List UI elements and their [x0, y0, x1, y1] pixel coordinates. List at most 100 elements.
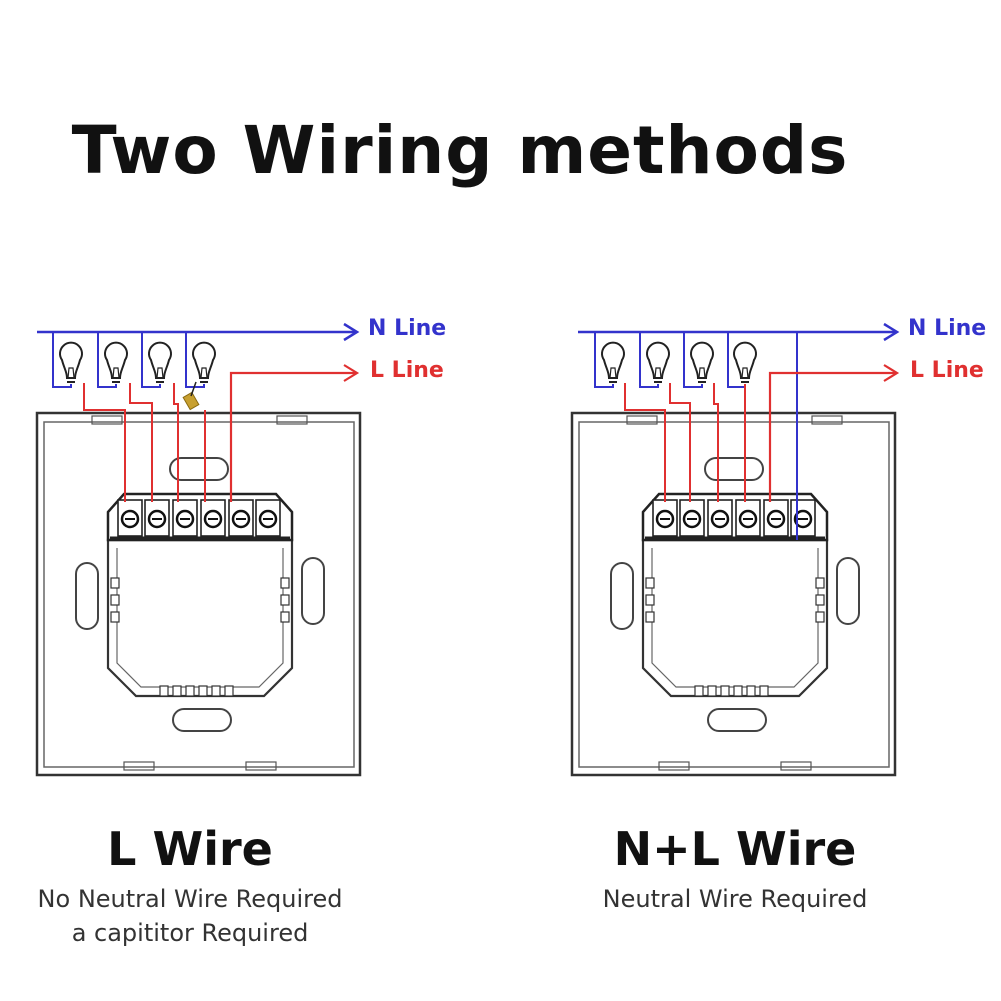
left-module-tab	[280, 577, 290, 589]
bulb-filament	[67, 367, 75, 379]
left-n-drop-1	[52, 332, 72, 388]
right-caption-title: N+L Wire	[613, 822, 857, 876]
right-n-line-label: N Line	[908, 316, 987, 341]
left-module-tab	[110, 594, 120, 606]
right-module-tab	[746, 685, 756, 697]
bulb-glass	[59, 341, 83, 379]
left-module-tab	[280, 611, 290, 623]
bulb-filament	[156, 367, 164, 379]
right-n-drop-2	[639, 332, 659, 388]
right-module-tab	[645, 594, 655, 606]
right-load-wire-3	[713, 383, 719, 502]
right-module-body	[641, 538, 829, 698]
bulb-glass	[646, 341, 670, 379]
right-module-tab	[694, 685, 704, 697]
right-slot-right	[836, 557, 860, 625]
bulb-glass	[104, 341, 128, 379]
right-module-tab	[815, 577, 825, 589]
right-clip	[658, 761, 690, 771]
right-l-line-label: L Line	[910, 358, 984, 383]
bulb-filament	[698, 367, 706, 379]
right-module-tab	[815, 611, 825, 623]
right-l-line-wire	[768, 371, 897, 502]
right-slot-bottom	[707, 708, 767, 732]
right-bulb-4	[733, 341, 757, 383]
right-clip	[811, 415, 843, 425]
left-clip	[276, 415, 308, 425]
left-load-wire-1	[83, 383, 126, 502]
left-module-tab	[110, 577, 120, 589]
right-n-drop-1	[594, 332, 614, 388]
left-module-tab	[185, 685, 195, 697]
right-l-line-arrow	[883, 364, 900, 382]
right-module-tab	[733, 685, 743, 697]
right-module-tab	[645, 577, 655, 589]
left-bulb-4	[192, 341, 216, 383]
right-caption: N+L Wire Neutral Wire Required	[565, 822, 905, 916]
left-n-line-arrow	[343, 322, 360, 342]
bulb-glass	[690, 341, 714, 379]
left-n-drop-3	[141, 332, 161, 388]
left-module-tab	[172, 685, 182, 697]
right-clip	[626, 415, 658, 425]
page-title: Two Wiring methods	[71, 112, 849, 189]
bulb-glass	[192, 341, 216, 379]
left-module-tab	[280, 594, 290, 606]
bulb-filament	[609, 367, 617, 379]
right-module-tab	[720, 685, 730, 697]
left-bulb-3	[148, 341, 172, 383]
left-load-wire-3	[173, 383, 179, 502]
right-bulb-3	[690, 341, 714, 383]
left-slot-top	[169, 457, 229, 481]
left-l-line-arrow	[343, 364, 360, 382]
left-caption-line-2: a capititor Required	[71, 919, 309, 947]
left-module-tab	[211, 685, 221, 697]
right-plate-inner	[578, 421, 890, 768]
left-module-body	[106, 538, 294, 698]
right-clip	[780, 761, 812, 771]
right-bulb-1	[601, 341, 625, 383]
right-module-tab	[707, 685, 717, 697]
left-caption: L Wire No Neutral Wire Required a capiti…	[20, 822, 360, 950]
right-bulb-2	[646, 341, 670, 383]
right-n-line-arrow	[883, 322, 900, 342]
left-slot-left	[75, 562, 99, 630]
left-load-wire-2	[129, 383, 153, 502]
bulb-filament	[654, 367, 662, 379]
left-module-tab	[110, 611, 120, 623]
left-caption-line-1: No Neutral Wire Required	[37, 885, 343, 913]
bulb-glass	[601, 341, 625, 379]
left-n-drop-2	[97, 332, 117, 388]
left-l-line-label: L Line	[370, 358, 444, 383]
bulb-filament	[741, 367, 749, 379]
left-l-line-wire	[229, 371, 357, 502]
right-diagram	[570, 322, 900, 777]
left-capacitor-lead	[190, 381, 197, 397]
right-slot-top	[704, 457, 764, 481]
left-module-tab	[224, 685, 234, 697]
bulb-glass	[733, 341, 757, 379]
left-bulb-2	[104, 341, 128, 383]
bulb-filament	[200, 367, 208, 379]
right-module-tab	[815, 594, 825, 606]
left-clip	[91, 415, 123, 425]
right-module-tab	[645, 611, 655, 623]
left-clip	[123, 761, 155, 771]
left-diagram	[35, 322, 362, 777]
right-module-tab	[759, 685, 769, 697]
right-caption-line-1: Neutral Wire Required	[602, 885, 868, 913]
left-caption-title: L Wire	[107, 822, 273, 876]
right-n-drop-3	[683, 332, 703, 388]
left-module-tab	[198, 685, 208, 697]
left-module-tab	[159, 685, 169, 697]
left-clip	[245, 761, 277, 771]
right-slot-left	[610, 562, 634, 630]
left-capacitor	[182, 391, 200, 411]
left-slot-bottom	[172, 708, 232, 732]
bulb-glass	[148, 341, 172, 379]
left-slot-right	[301, 557, 325, 625]
left-bulb-1	[59, 341, 83, 383]
left-n-line-label: N Line	[368, 316, 447, 341]
right-load-wire-2	[669, 383, 691, 502]
